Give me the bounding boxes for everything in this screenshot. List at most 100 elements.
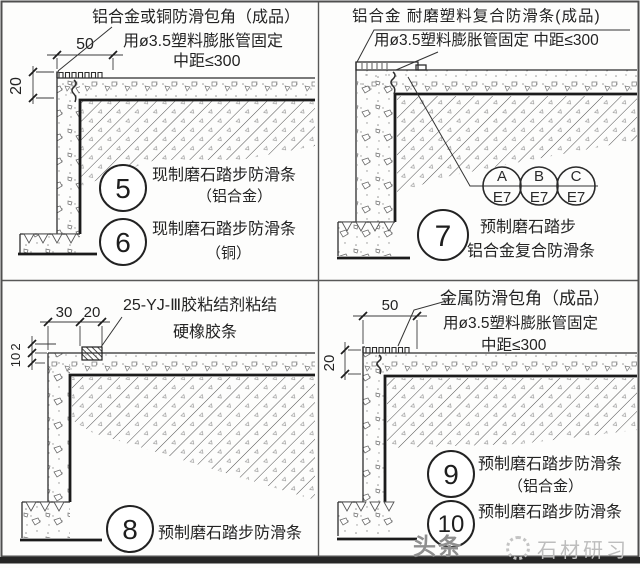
bottom-border-band <box>0 557 640 564</box>
dim-tick <box>27 348 37 358</box>
detail-number-10: 10 <box>438 511 465 538</box>
detail-8-label: 预制磨石踏步防滑条 <box>158 525 303 542</box>
dim-label-20: 20 <box>321 355 338 372</box>
note-fixing-tl: 用ø3.5塑料膨胀管固定 <box>123 33 284 50</box>
detail-number-5: 5 <box>115 173 131 204</box>
ref-letter-c: C <box>571 168 582 185</box>
watermark-brand: 石材研习社 <box>537 540 629 562</box>
panel-bottom-left: 30 20 2 10 8 <box>8 304 315 553</box>
note-material-tl: 铝合金或铜防滑包角（成品） <box>92 9 301 26</box>
dim-tick <box>27 358 37 368</box>
ref-sheet-a: E7 <box>493 189 511 206</box>
concrete-hatch <box>387 378 637 448</box>
detail-10-label: 预制磨石踏步防滑条 <box>478 504 623 521</box>
note-spacing-br: 中距≤300 <box>481 337 547 354</box>
dim-tick <box>28 67 38 77</box>
detail-9-label: 预制磨石踏步防滑条 <box>478 456 623 473</box>
concrete-hatch <box>397 96 637 194</box>
panel-bottom-right: 50 20 9 10 <box>321 297 637 548</box>
ref-bubble-b <box>519 166 559 206</box>
dim-label-30: 30 <box>56 304 73 321</box>
ref-sheet-c: E7 <box>567 189 585 206</box>
dim-tick <box>75 317 85 327</box>
note-leader <box>57 26 113 72</box>
detail-circle-8 <box>106 505 154 553</box>
detail-circle-6 <box>99 218 147 266</box>
note-material-tr: 铝合金 耐磨塑料复合防滑条(成品) <box>352 8 601 25</box>
lower-tread-band <box>20 234 80 254</box>
broken-edge-triangles <box>341 221 395 232</box>
strip-hatching <box>361 63 388 69</box>
note-leader <box>397 299 451 347</box>
dim-tick <box>358 311 368 321</box>
detail-7-label: 预制磨石踏步 <box>480 219 577 236</box>
expansion-anchor <box>71 79 77 103</box>
dim-label-50: 50 <box>382 297 399 314</box>
dim-label-20: 20 <box>8 77 25 95</box>
broken-edge-triangles <box>23 233 77 244</box>
detail-number-8: 8 <box>122 514 138 545</box>
detail-circle-5 <box>99 164 147 212</box>
riser-finish-band <box>48 353 70 502</box>
riser-finish-band <box>357 70 395 222</box>
detail-6-label: 现制磨石踏步防滑条 <box>152 221 297 238</box>
detail-number-9: 9 <box>443 459 459 490</box>
detail-5-sublabel: （铝合金） <box>197 188 273 205</box>
riser-finish-band <box>57 78 80 234</box>
note-material-br: 金属防滑包角（成品） <box>440 289 610 308</box>
serrated-nosing-strip <box>365 346 410 353</box>
dim-label-50: 50 <box>76 36 94 53</box>
ref-sheet-b: E7 <box>530 189 548 206</box>
structural-slab-line <box>393 92 637 222</box>
panel-top-left: 50 20 5 6 <box>8 26 315 266</box>
concrete-hatch <box>81 101 315 186</box>
tread-finish-band <box>363 353 637 374</box>
detail-number-6: 6 <box>115 227 131 258</box>
note-leader <box>100 316 123 348</box>
dim-tick <box>412 311 422 321</box>
ref-bubble-c <box>556 166 596 206</box>
detail-9-sublabel: （铝合金） <box>508 478 584 495</box>
expansion-anchor <box>390 71 396 95</box>
dim-tick <box>340 345 350 355</box>
brand-logo-icon <box>506 536 530 560</box>
bubble-leader <box>407 76 598 187</box>
detail-6-sublabel: （铜） <box>206 245 252 262</box>
note-spacing-tl: 中距≤300 <box>173 53 241 70</box>
dim-tick <box>43 317 53 327</box>
riser-finish-band <box>363 353 385 502</box>
dim-label-10: 10 <box>8 353 23 367</box>
note-leader <box>356 29 630 63</box>
broken-edge-triangles <box>341 501 395 512</box>
dim-label-2: 2 <box>8 343 23 350</box>
rubber-strip <box>81 346 103 361</box>
dim-tick <box>52 50 62 60</box>
detail-7-sublabel: 铝合金复合防滑条 <box>467 243 596 260</box>
structural-slab-line <box>68 373 315 502</box>
ref-letter-a: A <box>497 168 507 185</box>
note-fixing-tr: 用ø3.5塑料膨胀管固定 中距≤300 <box>374 32 599 49</box>
expansion-anchor <box>376 354 382 375</box>
detail-5-label: 现制磨石踏步防滑条 <box>152 167 297 184</box>
dim-tick <box>97 317 107 327</box>
serrated-nosing-strip <box>58 71 103 78</box>
note-adhesive-bl: 25-YJ-Ⅲ胶粘结剂粘结 <box>123 297 278 314</box>
watermark-toutiao: 头条 <box>413 533 463 559</box>
panel-top-right: A E7 B E7 C E7 7 <box>337 29 637 261</box>
tread-finish-band <box>48 353 315 374</box>
dim-tick <box>27 339 37 349</box>
note-rubber-bl: 硬橡胶条 <box>173 324 238 341</box>
dim-tick <box>28 93 38 103</box>
ref-bubble-a <box>482 166 522 206</box>
detail-circle-10 <box>427 500 475 548</box>
anchor-leader <box>395 51 439 71</box>
detail-number-7: 7 <box>435 220 452 253</box>
structural-slab-line <box>383 374 637 502</box>
structural-slab-line <box>78 98 315 234</box>
detail-circle-7 <box>417 209 469 261</box>
dim-tick <box>340 369 350 379</box>
tread-finish-band <box>57 78 315 100</box>
